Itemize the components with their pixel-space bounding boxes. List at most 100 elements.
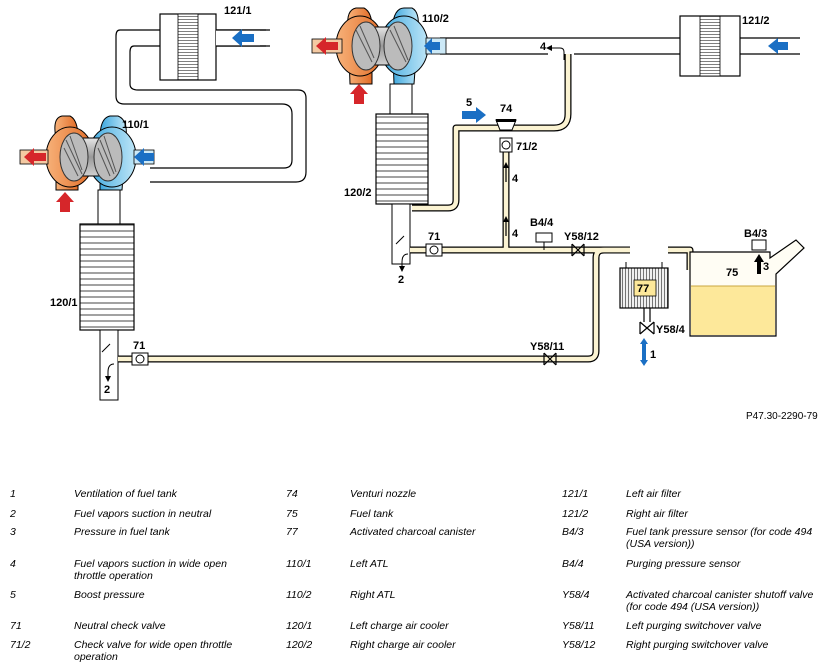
left-air-filter: [159, 13, 266, 81]
legend-num: 4: [10, 558, 16, 570]
legend-desc: Right ATL: [350, 589, 396, 601]
legend-num: 120/1: [286, 620, 313, 632]
label-5: 5: [466, 97, 472, 109]
legend-num: 3: [10, 526, 16, 538]
legend-num: Y58/12: [562, 639, 596, 651]
label-75: 75: [726, 267, 738, 279]
label-71-right: 71: [428, 231, 440, 243]
label-2-left: 2: [104, 384, 110, 396]
label-121-1: 121/1: [224, 5, 252, 17]
legend-desc: Right air filter: [626, 508, 688, 520]
legend-num: 1: [10, 488, 16, 500]
legend-num: Y58/11: [562, 620, 595, 632]
left-filter-inlet-arrow: [232, 29, 254, 47]
legend-num: 5: [10, 589, 16, 601]
purging-pressure-sensor: [535, 232, 553, 250]
legend-num: B4/4: [562, 558, 584, 570]
label-74: 74: [500, 103, 513, 115]
venturi-nozzle: [495, 119, 517, 131]
legend-num: 75: [286, 508, 298, 520]
label-121-2: 121/2: [742, 15, 770, 27]
legend-num: 77: [286, 526, 298, 538]
left-charge-air-cooler: [79, 189, 135, 401]
label-120-1: 120/1: [50, 297, 78, 309]
right-purging-switchover-valve: [571, 243, 585, 257]
neutral-suction-arrow-right: [401, 253, 409, 268]
wot-suction-arrowhead-low: [503, 216, 509, 222]
legend-desc: Right purging switchover valve: [626, 639, 769, 651]
label-y58-4: Y58/4: [656, 324, 686, 336]
fuel-vapor-lines: [118, 54, 764, 363]
legend-num: 120/2: [286, 639, 313, 651]
neutral-suction-arrowhead-right: [399, 266, 405, 272]
legend-desc: Ventilation of fuel tank: [74, 488, 177, 500]
label-4-top: 4: [540, 41, 547, 53]
label-110-2: 110/2: [422, 13, 449, 25]
legend-num: 71/2: [10, 639, 31, 651]
legend-desc: Left ATL: [350, 558, 389, 570]
right-exhaust-in-arrow: [350, 84, 368, 104]
legend-desc: Fuel tank: [350, 508, 394, 520]
fuel-evaporative-system-diagram: 121/1 110/1 120/1 110/2 121/2 120/2 74 7…: [19, 5, 818, 422]
legend-desc: Pressure in fuel tank: [74, 526, 170, 538]
label-y58-11: Y58/11: [530, 341, 564, 353]
legend-num: 2: [10, 508, 16, 520]
fuel-tank: [689, 239, 805, 337]
label-4-mid: 4: [512, 173, 519, 185]
label-y58-12: Y58/12: [564, 231, 599, 243]
label-77: 77: [637, 283, 649, 295]
cooler-tap-right: [395, 235, 405, 245]
legend-desc: Left purging switchover valve: [626, 620, 762, 632]
label-2-right: 2: [398, 274, 404, 286]
label-120-2: 120/2: [344, 187, 372, 199]
legend-desc: Check valve for wide open throttle opera…: [74, 639, 233, 663]
activated-charcoal-canister: [619, 262, 669, 335]
right-compressor-in-arrow: [424, 38, 440, 54]
wot-suction-arrow-top: [552, 47, 565, 60]
figure-reference-code: P47.30-2290-79: [746, 411, 818, 422]
legend-num: Y58/4: [562, 589, 590, 601]
label-b4-4: B4/4: [530, 217, 554, 229]
label-4-low: 4: [512, 228, 519, 240]
left-purging-switchover-valve: [543, 352, 557, 366]
legend-num: B4/3: [562, 526, 584, 538]
legend-desc: Boost pressure: [74, 589, 145, 601]
legend-num: 74: [286, 488, 298, 500]
legend-desc: Neutral check valve: [74, 620, 166, 632]
right-air-filter: [679, 15, 741, 77]
neutral-suction-arrow-left: [107, 363, 115, 378]
legend-desc: Fuel vapors suction in neutral: [74, 508, 212, 520]
legend-num: 110/1: [286, 558, 312, 570]
left-intake-duct: [115, 29, 307, 183]
legend-desc: Fuel vapors suction in wide open throttl…: [74, 558, 227, 582]
legend-num: 121/2: [562, 508, 589, 520]
legend-desc: Left charge air cooler: [350, 620, 449, 632]
legend-desc: Right charge air cooler: [350, 639, 456, 651]
label-71-left: 71: [133, 340, 145, 352]
neutral-check-valve-left: [131, 352, 149, 366]
label-3: 3: [763, 261, 769, 273]
right-filter-inlet-arrow: [768, 38, 788, 54]
right-intake-duct: [440, 37, 800, 55]
label-b4-3: B4/3: [744, 228, 767, 240]
legend: 1 Ventilation of fuel tank 2 Fuel vapors…: [0, 488, 824, 672]
legend-desc: Venturi nozzle: [350, 488, 417, 500]
left-exhaust-out-arrow: [24, 148, 46, 166]
boost-pressure-arrow: [462, 107, 486, 123]
canister-vent-arrow: [640, 338, 648, 366]
legend-num: 121/1: [562, 488, 589, 500]
wot-suction-arrowhead-mid: [503, 162, 509, 168]
legend-num: 71: [10, 620, 22, 632]
cooler-tap-left: [101, 343, 111, 353]
wot-suction-arrowhead-top: [546, 45, 552, 51]
right-exhaust-out-arrow: [316, 37, 338, 55]
left-atl-turbocharger: [19, 115, 155, 191]
right-charge-air-cooler: [375, 83, 429, 265]
left-compressor-in-arrow: [134, 148, 154, 166]
tank-pressure-arrow: [754, 254, 764, 274]
label-110-1: 110/1: [122, 119, 149, 131]
legend-desc: Activated charcoal canister: [350, 526, 476, 538]
left-exhaust-in-arrow: [56, 192, 74, 212]
legend-desc: Left air filter: [626, 488, 681, 500]
label-1: 1: [650, 349, 656, 361]
